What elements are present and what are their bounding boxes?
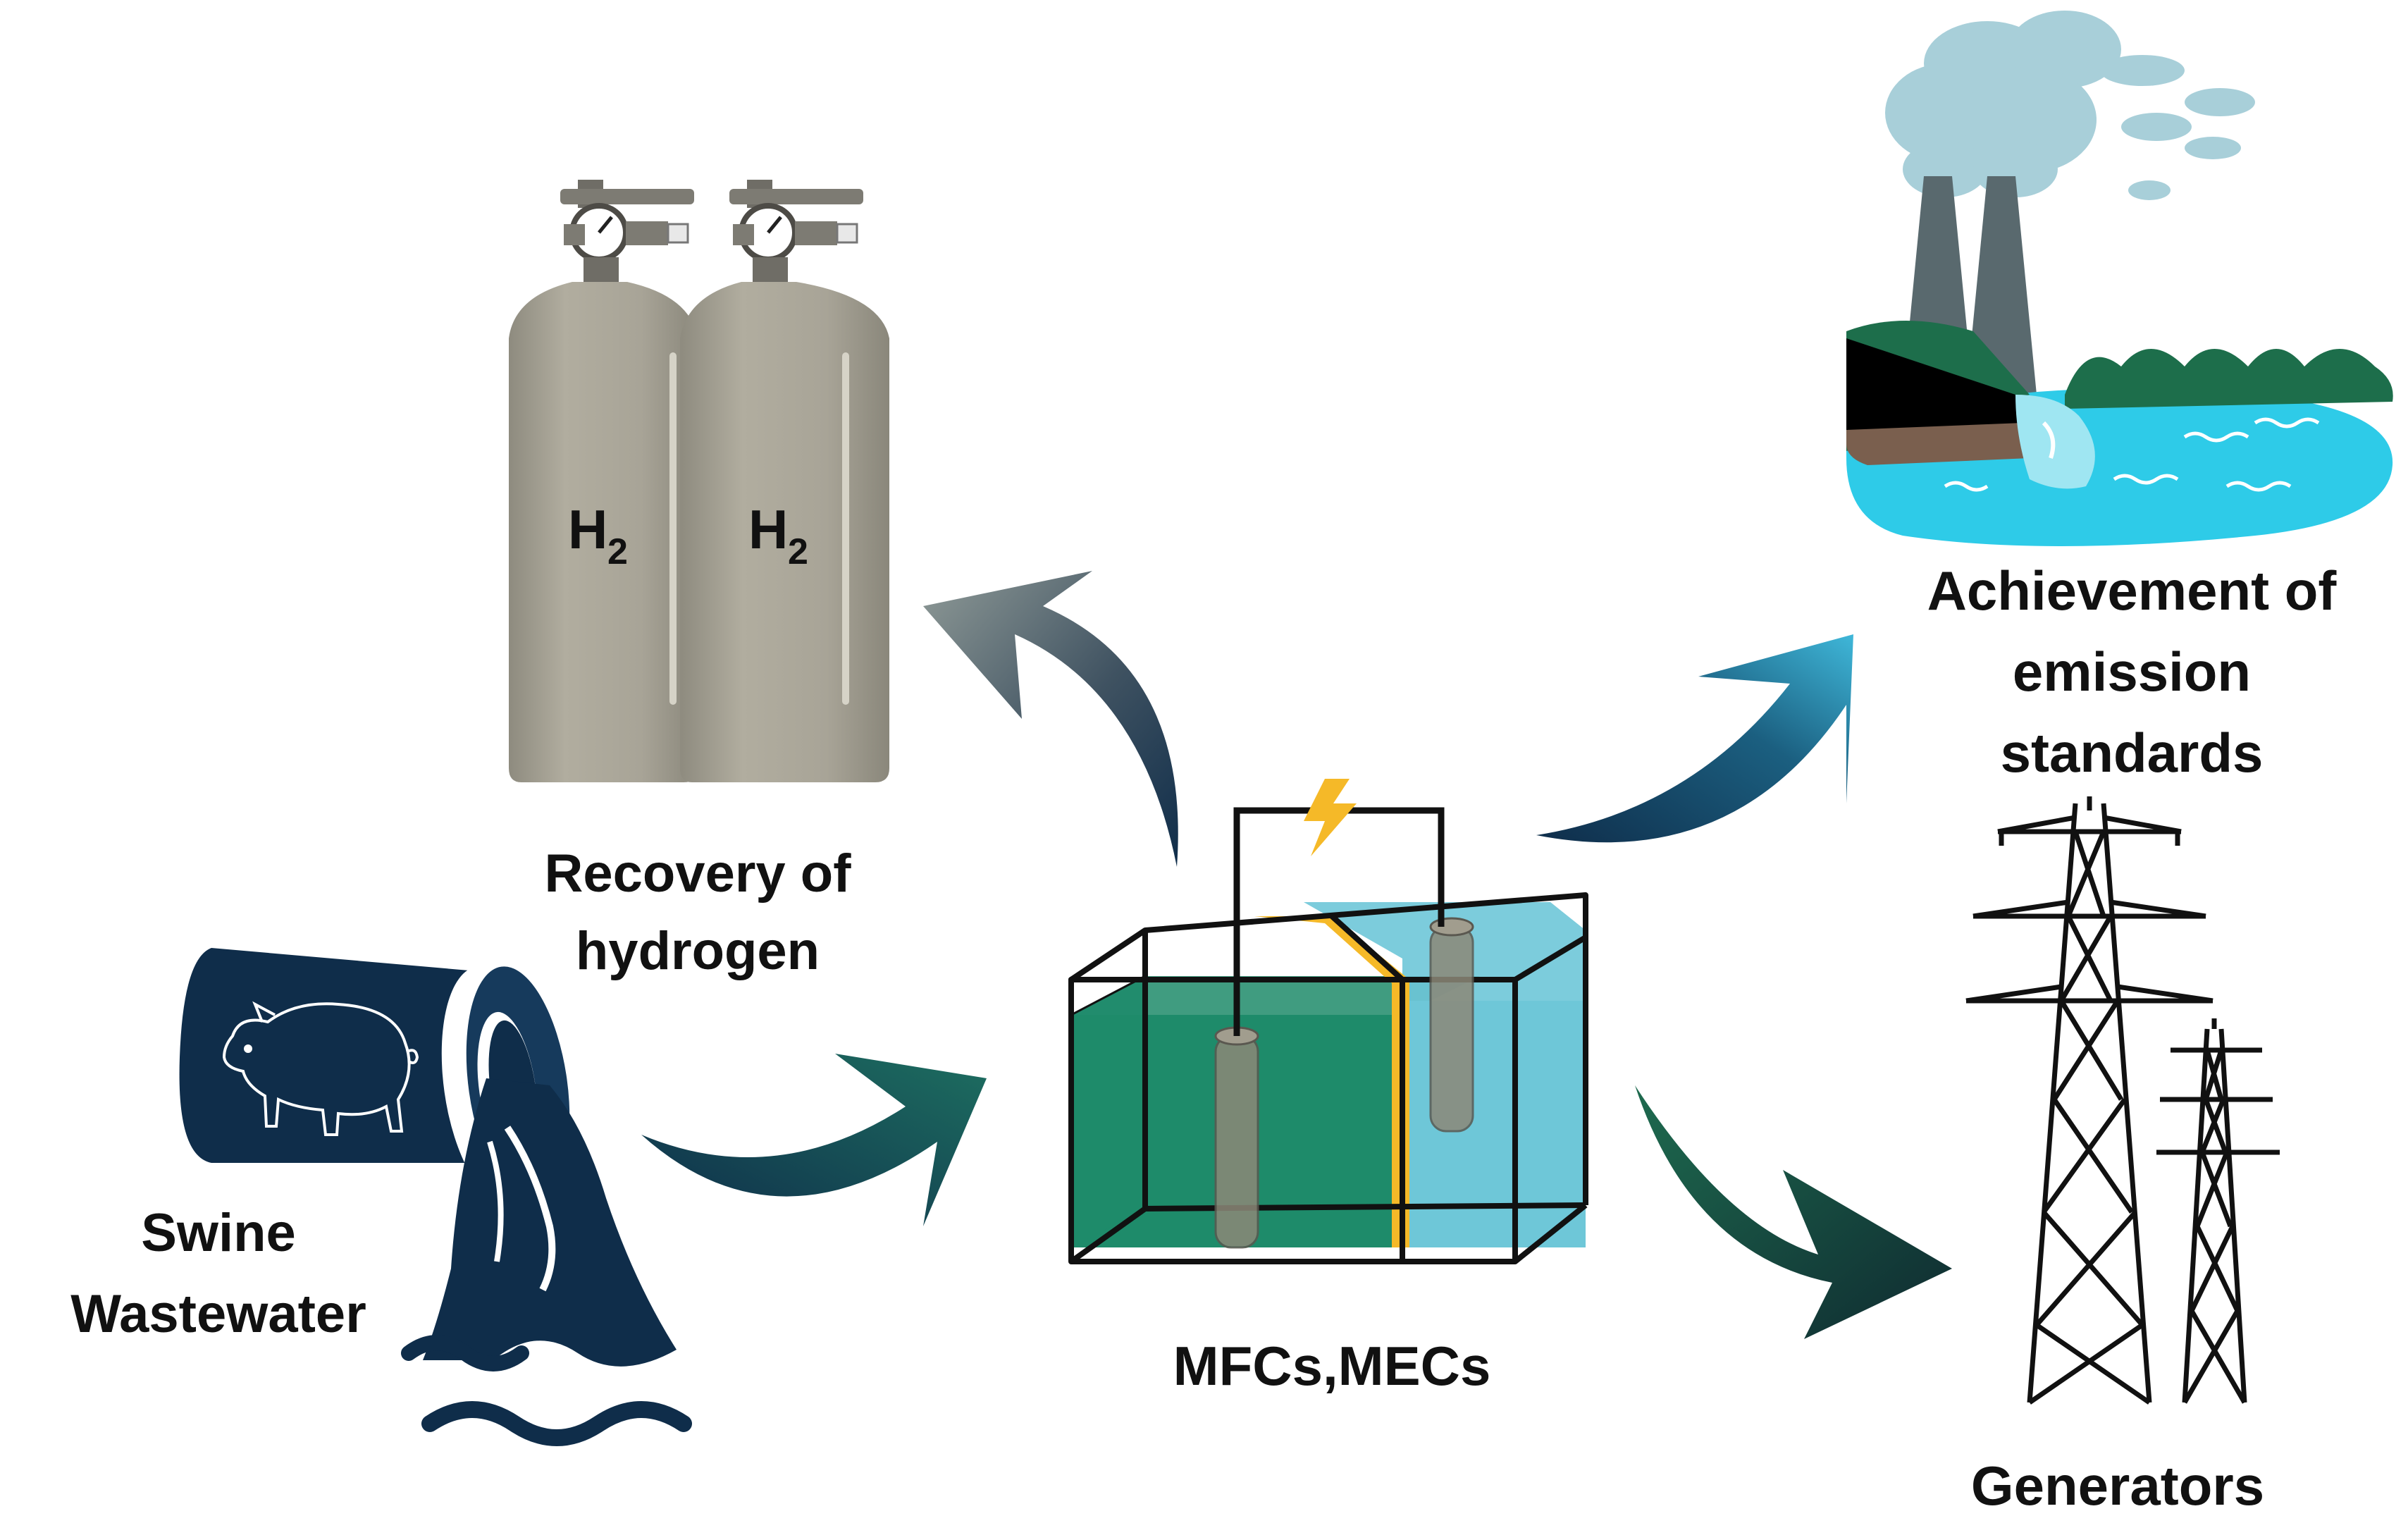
cylinder-right-symbol: H xyxy=(748,498,788,560)
arrow-to-cell xyxy=(641,1054,987,1226)
arrow-to-generators xyxy=(1635,1085,1952,1339)
label-emission-line1: Achievement of xyxy=(1927,560,2338,622)
label-generators: Generators xyxy=(1971,1455,2264,1517)
cylinder-left-subscript: 2 xyxy=(607,531,628,572)
cylinder-left-symbol: H xyxy=(568,498,607,560)
arrow-to-emission xyxy=(1536,634,1853,843)
power-tower-icon xyxy=(1965,796,2280,1405)
label-swine-line1: Swine xyxy=(141,1203,296,1263)
gas-cylinder-icon: H 2 H 2 xyxy=(509,180,889,782)
pig-icon xyxy=(222,1001,419,1136)
label-hydrogen-line1: Recovery of xyxy=(544,844,851,904)
lightning-icon xyxy=(1304,779,1357,856)
factory-icon xyxy=(1846,11,2393,546)
label-emission-line3: standards xyxy=(2001,722,2264,784)
label-cell: MFCs,MECs xyxy=(1173,1335,1491,1397)
label-hydrogen-line2: hydrogen xyxy=(576,921,820,981)
label-swine-line2: Wastewater xyxy=(70,1284,366,1344)
label-emission-line2: emission xyxy=(2013,641,2251,703)
cylinder-right-subscript: 2 xyxy=(788,531,808,572)
arrow-to-hydrogen xyxy=(923,571,1178,867)
electrochemical-cell xyxy=(1068,807,1588,1264)
